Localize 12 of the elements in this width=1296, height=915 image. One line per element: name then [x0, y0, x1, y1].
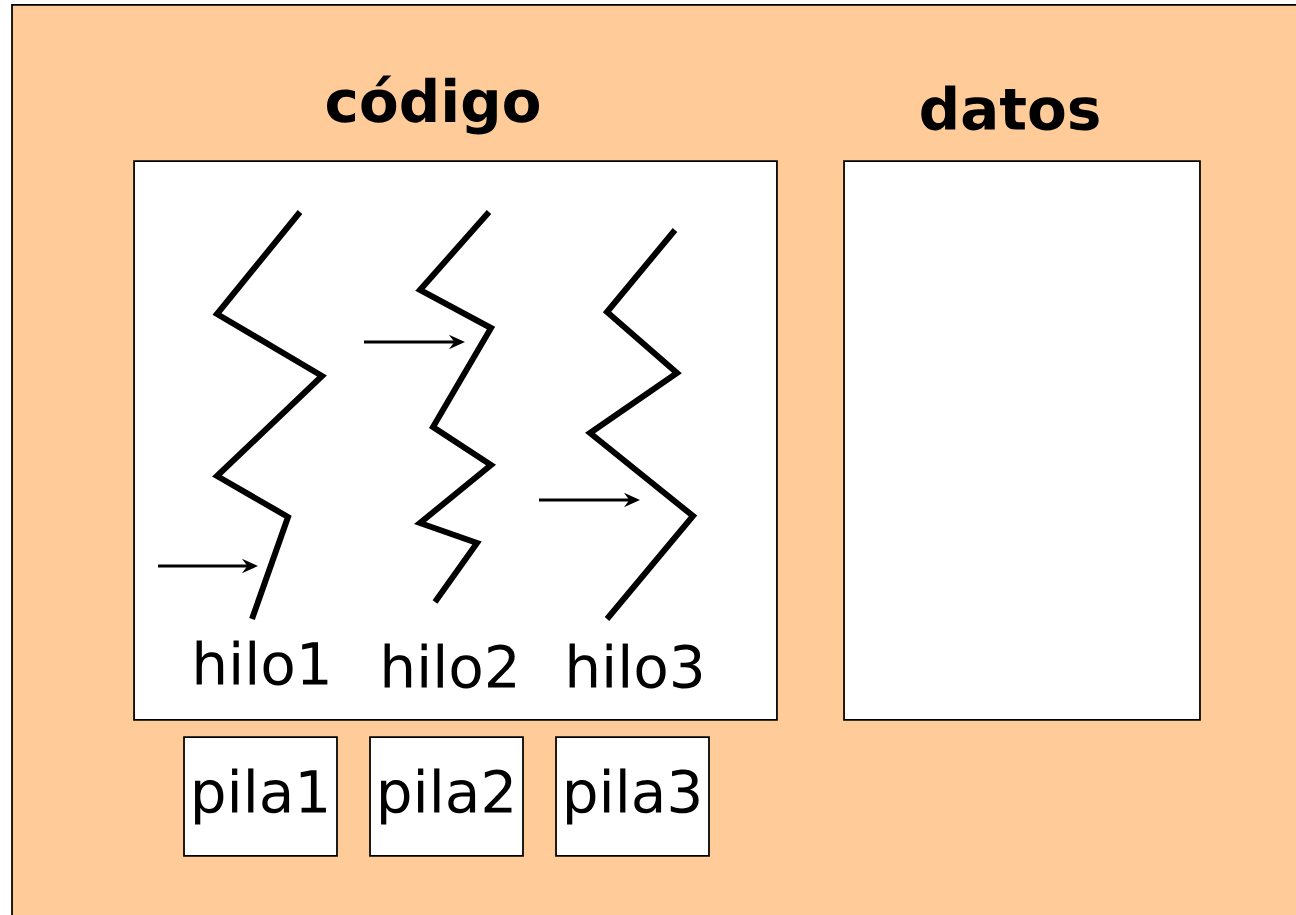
stack-box: pila1 — [183, 736, 338, 857]
thread-zigzag — [585, 228, 698, 621]
stack-box: pila2 — [369, 736, 524, 857]
thread-label: hilo2 — [384, 643, 515, 689]
thread-label: hilo3 — [569, 643, 702, 689]
memory-box: datos — [843, 85, 1201, 721]
thread-label: hilo1 — [196, 640, 328, 686]
node-label: datos — [921, 85, 1099, 131]
thread-zigzag — [212, 210, 327, 620]
node-label: código — [327, 75, 540, 135]
thread-zigzag — [414, 210, 497, 604]
stack-box: pila3 — [555, 736, 710, 857]
